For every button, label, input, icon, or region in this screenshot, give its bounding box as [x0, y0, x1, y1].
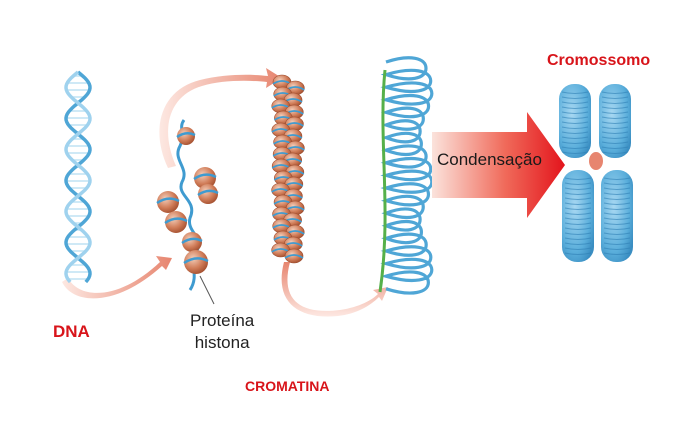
chromatid-arm — [599, 84, 631, 158]
histone-pointer-line — [199, 275, 215, 305]
nucleosome — [164, 211, 188, 233]
nucleosome — [193, 167, 217, 189]
arrow-fiber-to-loops — [281, 262, 388, 317]
condensation-label: Condensação — [437, 150, 542, 169]
nucleosome — [197, 184, 219, 204]
condensation-arrow — [432, 112, 565, 218]
histone-label-line2: histona — [194, 333, 250, 352]
chromosome — [559, 84, 633, 262]
nucleosome — [176, 127, 196, 145]
nucleosome — [183, 250, 209, 274]
chromatid-arm — [559, 84, 591, 158]
histone-label-line1: Proteína — [190, 311, 255, 330]
chromosome-label: Cromossomo — [547, 52, 651, 69]
nucleosome — [181, 232, 203, 252]
dna-label: DNA — [53, 322, 90, 341]
nucleosome — [156, 191, 180, 213]
chromatin-label: CROMATINA — [245, 378, 330, 394]
histone-protein-label: Proteína histona — [190, 310, 254, 354]
chromatin-fiber — [271, 74, 305, 264]
centromere — [589, 152, 603, 170]
looped-chromatin — [378, 56, 434, 295]
chromatid-arm — [601, 170, 633, 262]
nucleosome-beads — [156, 119, 219, 291]
dna-double-helix — [64, 70, 92, 284]
arrow-dna-to-nucleosomes — [62, 256, 172, 299]
arrow-nucleosomes-to-fiber — [159, 68, 282, 168]
chromatid-arm — [562, 170, 594, 262]
transition-arrows — [62, 68, 388, 317]
